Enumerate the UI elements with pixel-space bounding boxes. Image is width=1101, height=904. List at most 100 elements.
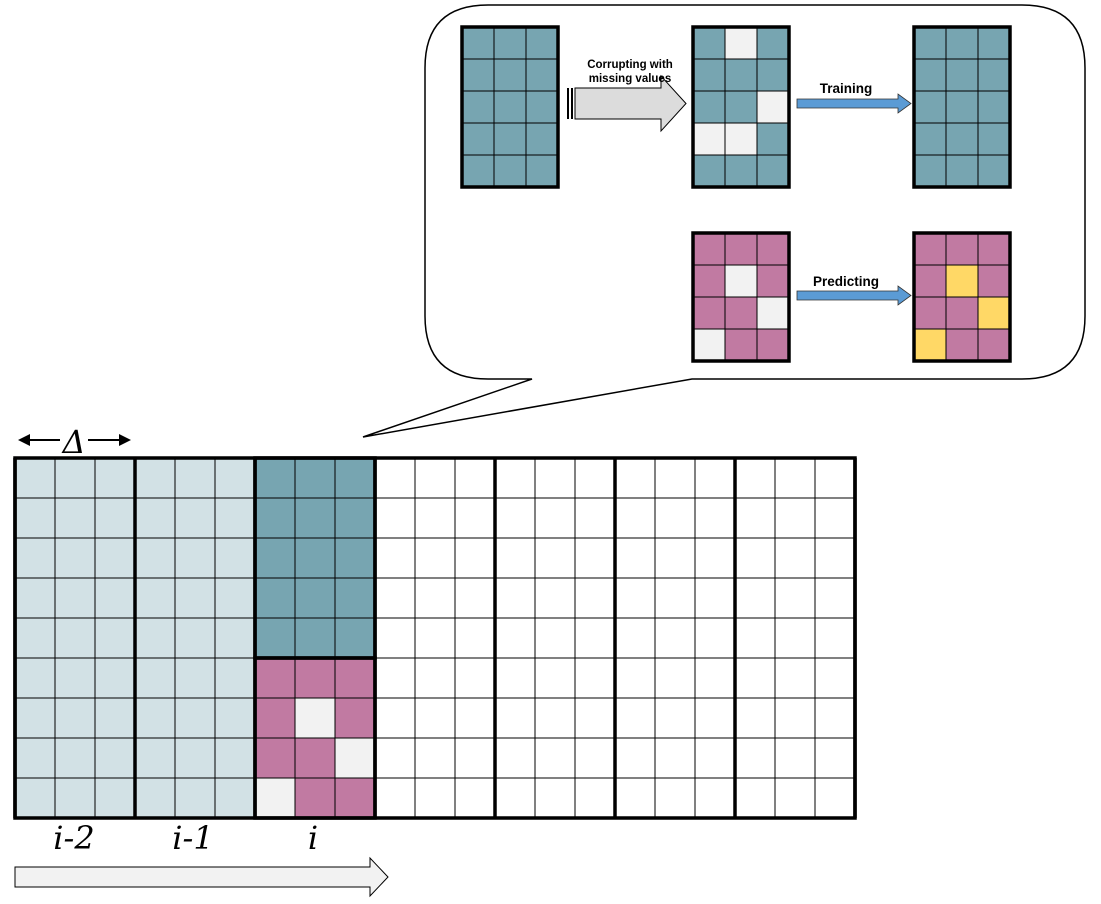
grid-cell (334, 457, 376, 499)
grid-cell (614, 737, 656, 779)
matrix-cell (493, 122, 527, 156)
delta-label: Δ (60, 423, 85, 461)
matrix-cell (724, 26, 758, 60)
current-window-prediction-block (253, 656, 377, 820)
matrix-cell (977, 232, 1011, 266)
grid-cell (54, 777, 96, 819)
grid-cell (294, 457, 336, 499)
grid-cell (94, 617, 136, 659)
matrix-cell (756, 90, 790, 124)
matrix-border (691, 25, 791, 189)
delta-width-indicator (18, 434, 131, 446)
grid-cell (414, 697, 456, 739)
grid-cell (614, 497, 656, 539)
grid-cell (494, 497, 536, 539)
grid-cell (334, 697, 376, 739)
grid-cell (54, 697, 96, 739)
matrix-cell (756, 328, 790, 362)
matrix-cell (977, 296, 1011, 330)
matrix-cell (977, 328, 1011, 362)
matrix-cell (724, 58, 758, 92)
grid-cell (454, 617, 496, 659)
grid-cell (454, 737, 496, 779)
grid-cell (494, 777, 536, 819)
grid-cell (694, 457, 736, 499)
original-training-matrix (460, 25, 560, 189)
grid-cell (134, 737, 176, 779)
grid-cell (614, 537, 656, 579)
grid-cell (334, 737, 376, 779)
grid-cell (614, 697, 656, 739)
grid-cell (254, 657, 296, 699)
grid-cell (534, 657, 576, 699)
grid-cell (654, 697, 696, 739)
grid-cell (14, 617, 56, 659)
grid-cell (534, 537, 576, 579)
grid-cell (294, 577, 336, 619)
matrix-cell (493, 90, 527, 124)
grid-cell (54, 577, 96, 619)
grid-cell (134, 577, 176, 619)
matrix-cell (977, 122, 1011, 156)
matrix-cell (692, 154, 726, 188)
grid-cell (694, 737, 736, 779)
matrix-cell (945, 264, 979, 298)
grid-cell (734, 657, 776, 699)
grid-cell (734, 617, 776, 659)
matrix-cell (913, 328, 947, 362)
grid-cell (774, 577, 816, 619)
grid-cell (294, 697, 336, 739)
grid-cell (174, 537, 216, 579)
grid-cell (494, 657, 536, 699)
prediction-output-matrix (912, 231, 1012, 363)
sliding-direction-arrow (14, 856, 389, 898)
grid-cell (414, 497, 456, 539)
grid-cell (134, 657, 176, 699)
matrix-cell (461, 26, 495, 60)
grid-cell (414, 457, 456, 499)
grid-cell (774, 617, 816, 659)
grid-cell (774, 657, 816, 699)
grid-cell (654, 537, 696, 579)
grid-cell (174, 697, 216, 739)
grid-cell (54, 737, 96, 779)
matrix-cell (913, 26, 947, 60)
matrix-cell (945, 58, 979, 92)
grid-cell (94, 737, 136, 779)
grid-cell (174, 617, 216, 659)
grid-cell (414, 617, 456, 659)
grid-cell (534, 697, 576, 739)
grid-cell (54, 497, 96, 539)
grid-cell (654, 657, 696, 699)
matrix-cell (945, 154, 979, 188)
grid-cell (214, 537, 256, 579)
grid-cell (574, 577, 616, 619)
matrix-cell (977, 58, 1011, 92)
training-arrow (796, 93, 912, 114)
grid-cell (454, 577, 496, 619)
grid-cell (734, 497, 776, 539)
grid-cell (94, 497, 136, 539)
grid-cell (774, 697, 816, 739)
matrix-cell (945, 90, 979, 124)
grid-cell (294, 657, 336, 699)
grid-cell (534, 737, 576, 779)
grid-cell (814, 497, 856, 539)
prediction-input-matrix (691, 231, 791, 363)
matrix-cell (945, 328, 979, 362)
matrix-cell (977, 154, 1011, 188)
grid-cell (94, 457, 136, 499)
grid-cell (254, 497, 296, 539)
grid-cell (134, 457, 176, 499)
grid-cell (174, 657, 216, 699)
grid-cell (574, 737, 616, 779)
grid-cell (14, 737, 56, 779)
grid-cell (374, 777, 416, 819)
grid-cell (14, 457, 56, 499)
matrix-cell (913, 154, 947, 188)
grid-cell (134, 497, 176, 539)
grid-cell (814, 577, 856, 619)
grid-cell (334, 577, 376, 619)
matrix-cell (977, 26, 1011, 60)
matrix-cell (692, 90, 726, 124)
